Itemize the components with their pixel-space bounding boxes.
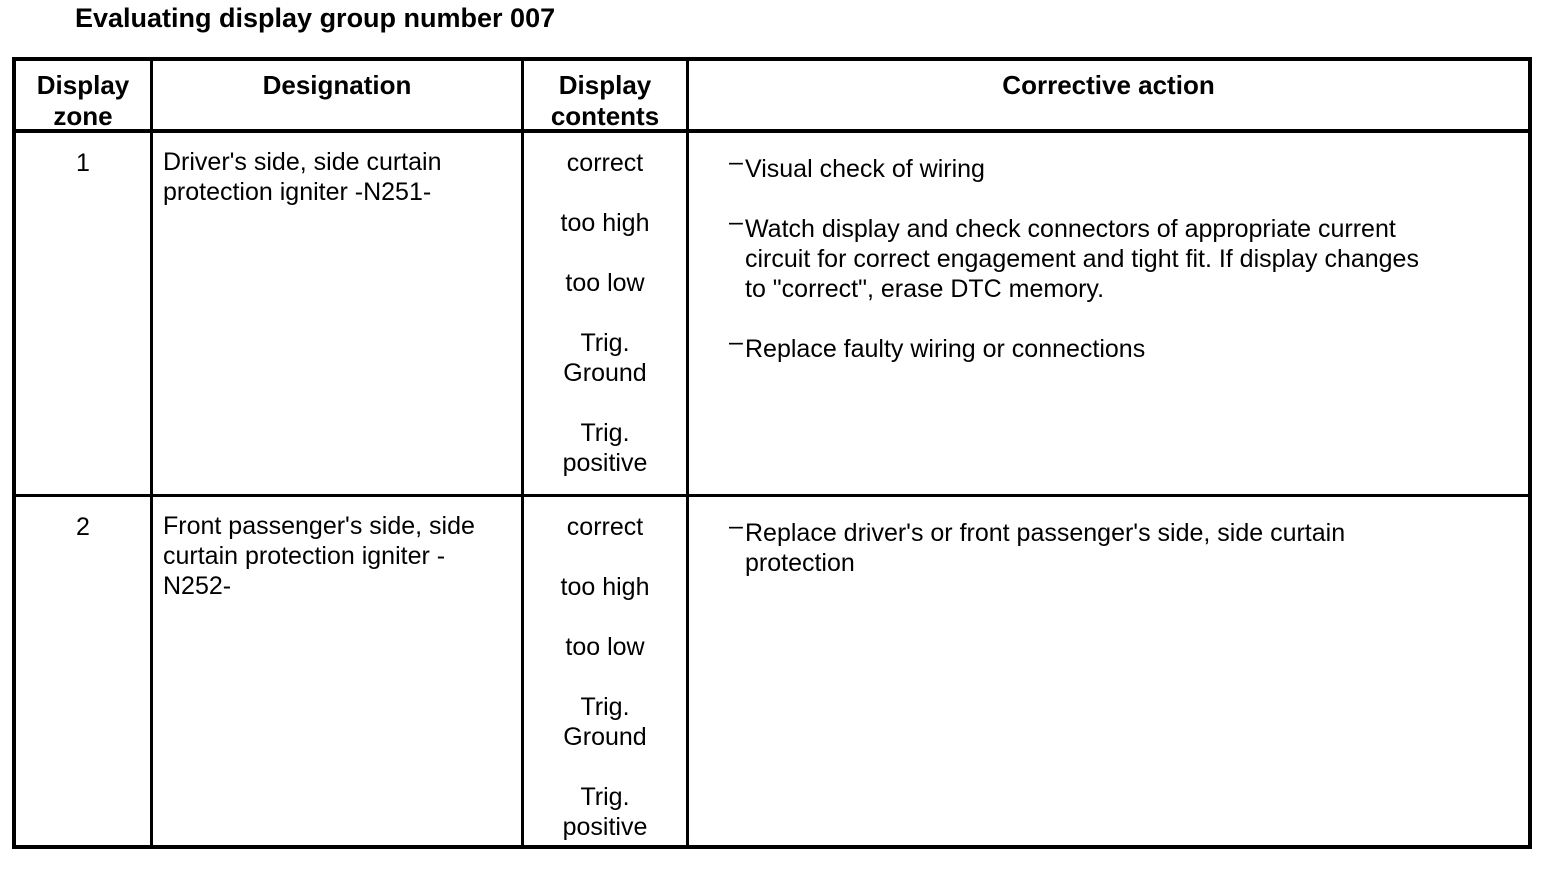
header-display-contents: Display contents	[524, 61, 689, 133]
corrective-action-text: Replace faulty wiring or connections	[745, 335, 1146, 363]
display-content-value: too high	[560, 209, 650, 237]
row1-display-zone: 1	[16, 133, 153, 497]
display-content-value: too low	[565, 633, 645, 661]
corrective-action-text: Watch display and check connectors of ap…	[745, 215, 1419, 303]
dash-bullet-icon: –	[729, 512, 743, 540]
dash-bullet-icon: –	[729, 328, 743, 356]
corrective-action-text: Replace driver's or front passenger's si…	[745, 519, 1346, 577]
display-content-value: correct	[566, 149, 644, 177]
corrective-action-text: Visual check of wiring	[745, 155, 985, 183]
dash-bullet-icon: –	[729, 208, 743, 236]
evaluation-table: Display zone Designation Display content…	[12, 57, 1532, 849]
display-content-value: Trig. positive	[562, 419, 648, 477]
row2-display-contents: correct too high too low Trig. Ground Tr…	[524, 497, 689, 845]
row1-designation: Driver's side, side curtain protection i…	[153, 133, 524, 497]
display-content-value: Trig. positive	[562, 783, 648, 841]
display-content-value: Trig. Ground	[563, 693, 647, 751]
dash-bullet-icon: –	[729, 148, 743, 176]
header-display-zone: Display zone	[16, 61, 153, 133]
display-content-value: Trig. Ground	[563, 329, 647, 387]
display-content-value: correct	[566, 513, 644, 541]
row1-corrective-actions: – Visual check of wiring – Watch display…	[689, 133, 1528, 497]
corrective-action-item: – Visual check of wiring	[729, 148, 1514, 184]
header-corrective-action: Corrective action	[689, 61, 1528, 133]
corrective-action-item: – Replace faulty wiring or connections	[729, 328, 1514, 364]
header-designation: Designation	[153, 61, 524, 133]
row2-display-zone: 2	[16, 497, 153, 845]
display-content-value: too low	[565, 269, 645, 297]
row2-corrective-actions: – Replace driver's or front passenger's …	[689, 497, 1528, 845]
corrective-action-item: – Replace driver's or front passenger's …	[729, 512, 1514, 578]
corrective-action-item: – Watch display and check connectors of …	[729, 208, 1514, 304]
row1-display-contents: correct too high too low Trig. Ground Tr…	[524, 133, 689, 497]
display-content-value: too high	[560, 573, 650, 601]
page-title: Evaluating display group number 007	[75, 3, 556, 33]
row2-designation: Front passenger's side, side curtain pro…	[153, 497, 524, 845]
